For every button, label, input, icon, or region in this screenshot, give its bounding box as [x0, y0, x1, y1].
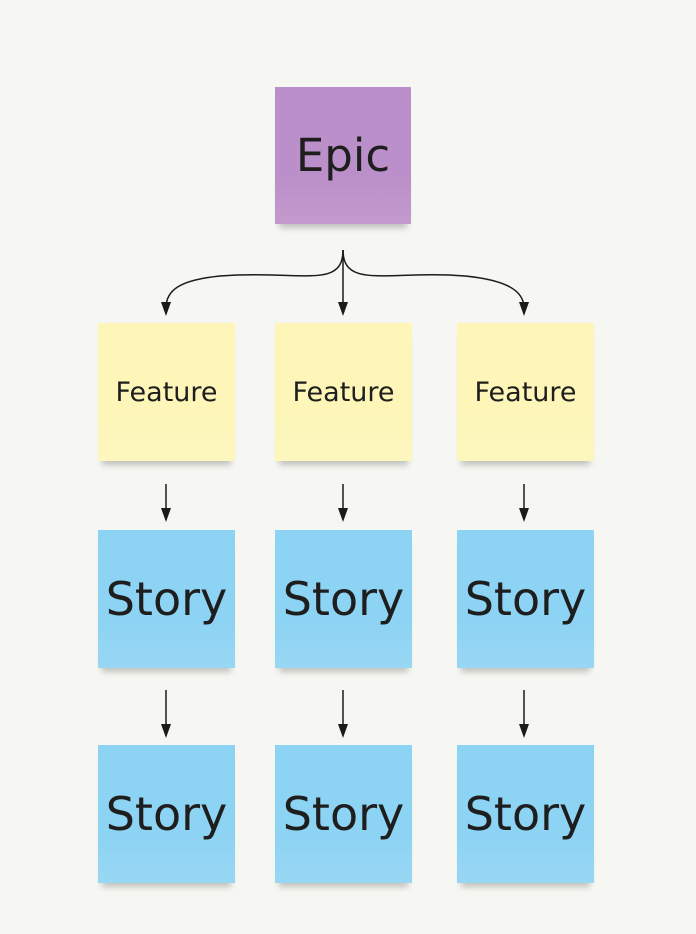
- arrowhead-story-4: [161, 724, 171, 738]
- sticky-note-feature-3[interactable]: Feature: [457, 323, 594, 461]
- arrowhead-feature-1: [161, 302, 171, 316]
- connector-epic-feature-1: [165, 249, 344, 309]
- epic-connectors: [165, 249, 525, 309]
- sticky-note-feature-1[interactable]: Feature: [98, 323, 235, 461]
- arrowhead-story-1: [161, 508, 171, 522]
- feature-label: Feature: [115, 376, 218, 408]
- arrowhead-feature-2: [338, 302, 348, 316]
- arrowhead-feature-3: [519, 302, 529, 316]
- epic-label: Epic: [295, 129, 391, 182]
- feature-label: Feature: [474, 376, 577, 408]
- feature-label: Feature: [292, 376, 395, 408]
- sticky-note-epic[interactable]: Epic: [275, 87, 411, 224]
- sticky-note-story-3[interactable]: Story: [457, 530, 594, 668]
- story-label: Story: [464, 787, 587, 841]
- sticky-note-feature-2[interactable]: Feature: [275, 323, 412, 461]
- connector-epic-feature-3: [342, 249, 525, 309]
- arrowhead-story-2: [338, 508, 348, 522]
- sticky-note-story-4[interactable]: Story: [98, 745, 235, 883]
- story-label: Story: [105, 572, 228, 626]
- arrowhead-story-5: [338, 724, 348, 738]
- story-label: Story: [105, 787, 228, 841]
- sticky-note-story-6[interactable]: Story: [457, 745, 594, 883]
- story-label: Story: [464, 572, 587, 626]
- arrowhead-story-6: [519, 724, 529, 738]
- story-label: Story: [282, 787, 405, 841]
- sticky-note-story-2[interactable]: Story: [275, 530, 412, 668]
- sticky-note-story-5[interactable]: Story: [275, 745, 412, 883]
- story-label: Story: [282, 572, 405, 626]
- sticky-note-story-1[interactable]: Story: [98, 530, 235, 668]
- arrowhead-story-3: [519, 508, 529, 522]
